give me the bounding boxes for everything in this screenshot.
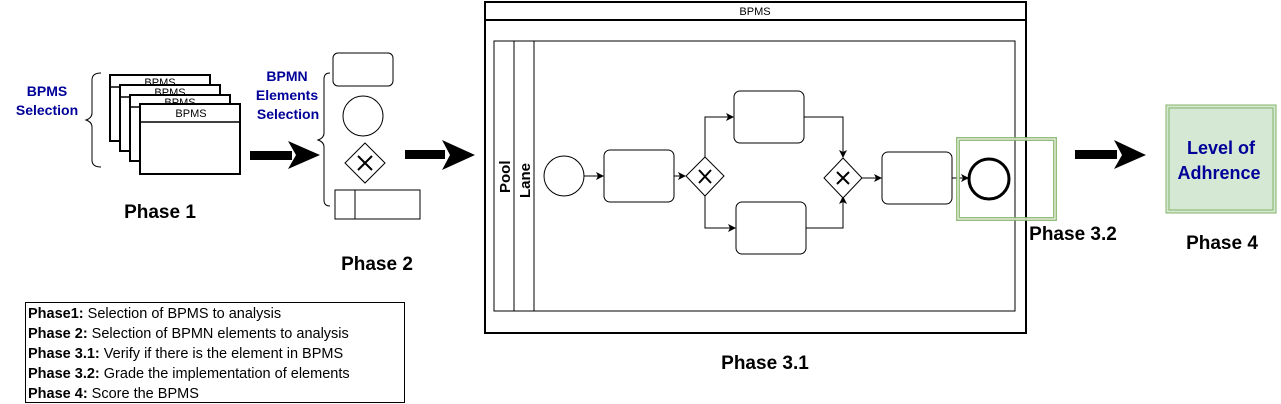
merge-gateway [823, 157, 863, 199]
phase1-label-line2: Selection [16, 102, 78, 118]
lane-label: Lane [517, 163, 534, 198]
task-element-icon [332, 52, 394, 87]
level-of-adherence-box: Level of Adhrence [1165, 104, 1277, 214]
bpms-card-label: BPMS [175, 108, 206, 120]
event-element-icon [342, 95, 384, 137]
start-event [543, 155, 585, 197]
pool-element-icon [334, 189, 421, 220]
phase2-brace [316, 72, 331, 207]
legend-desc: Selection of BPMS to analysis [83, 306, 282, 322]
phase2-label-line2: Elements [256, 87, 318, 103]
sequence-flow [806, 196, 847, 229]
task-final [881, 151, 953, 205]
sequence-flow [704, 196, 736, 232]
bpms-container-title: BPMS [739, 6, 770, 18]
legend-term: Phase 4: [28, 386, 88, 402]
task-1 [603, 149, 675, 203]
bpms-card: BPMS [139, 103, 241, 175]
legend-item: Phase 2: Selection of BPMN elements to a… [28, 324, 404, 344]
legend-item: Phase 3.1: Verify if there is the elemen… [28, 344, 404, 364]
phase-legend: Phase1: Selection of BPMS to analysis Ph… [25, 302, 405, 403]
phase32-caption: Phase 3.2 [1029, 224, 1117, 245]
arrow-right-icon [1075, 140, 1146, 169]
legend-item: Phase1: Selection of BPMS to analysis [28, 304, 404, 324]
adherence-line1: Level of [1187, 138, 1256, 158]
sequence-flow [804, 116, 847, 158]
legend-term: Phase1: [28, 306, 84, 322]
phase1-brace [84, 72, 102, 168]
legend-term: Phase 2: [28, 326, 88, 342]
adherence-line2: Adhrence [1177, 163, 1260, 183]
arrow-right-icon [405, 140, 475, 170]
phase31-caption: Phase 3.1 [721, 353, 809, 374]
legend-desc: Grade the implementation of elements [99, 366, 350, 382]
phase2-caption: Phase 2 [341, 254, 413, 275]
pool-label: Pool [497, 161, 514, 194]
legend-term: Phase 3.1: [28, 346, 100, 362]
legend-item: Phase 3.2: Grade the implementation of e… [28, 364, 404, 384]
phase32-highlight [956, 137, 1057, 221]
gateway-element-icon [344, 142, 386, 184]
phase1-label-line1: BPMS [27, 83, 67, 99]
task-upper [733, 90, 805, 144]
task-lower [735, 201, 807, 255]
bpms-card-stack: BPMS BPMS BPMS BPMS [109, 74, 241, 175]
legend-desc: Selection of BPMN elements to analysis [87, 326, 349, 342]
sequence-flow [704, 113, 734, 157]
arrow-right-icon [250, 141, 320, 169]
phase2-label-line1: BPMN [266, 68, 307, 84]
legend-desc: Score the BPMS [87, 386, 199, 402]
phase4-caption: Phase 4 [1186, 233, 1258, 254]
legend-desc: Verify if there is the element in BPMS [99, 346, 344, 362]
legend-term: Phase 3.2: [28, 366, 100, 382]
phase1-caption: Phase 1 [124, 202, 196, 223]
end-event [967, 157, 1011, 201]
phase2-label-line3: Selection [257, 106, 319, 122]
legend-item: Phase 4: Score the BPMS [28, 384, 404, 404]
